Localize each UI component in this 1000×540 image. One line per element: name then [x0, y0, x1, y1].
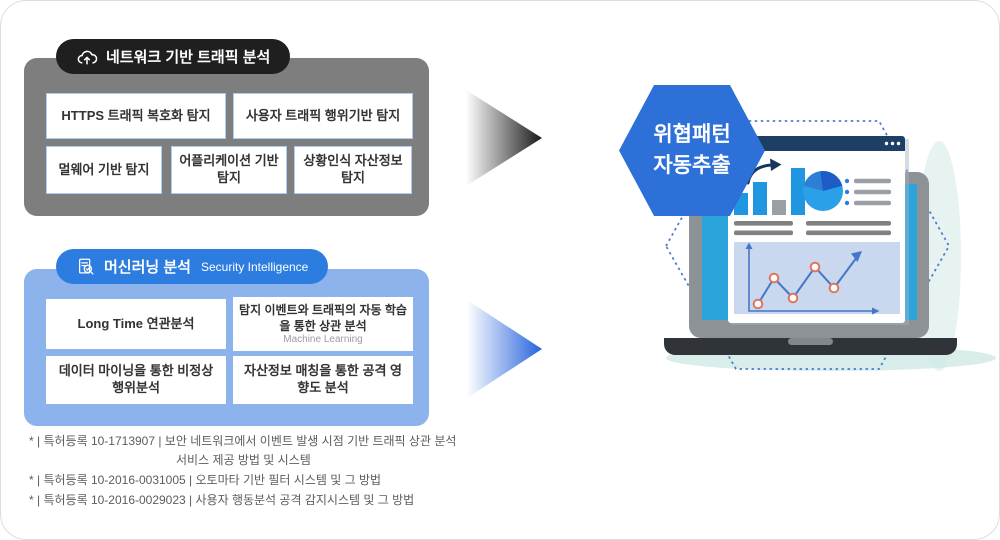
patent-text: * | 특허등록 10-2016-0029023 | 사용자 행동분석 공격 감…	[29, 493, 415, 507]
ml-analysis-panel: Long Time 연관분석 탐지 이벤트와 트래픽의 자동 학습을 통한 상관…	[24, 269, 429, 426]
card-label: 사용자 트래픽 행위기반 탐지	[245, 107, 401, 123]
card-label: 데이터 마이닝을 통한 비정상 행위분석	[58, 363, 214, 395]
hexagon-label-line1: 위협패턴	[653, 123, 731, 147]
network-panel-header: 네트워크 기반 트래픽 분석	[56, 39, 291, 74]
bar-chart	[734, 168, 805, 215]
card-label: Long Time 연관분석	[77, 315, 195, 331]
ml-panel-title: 머신러닝 분석	[104, 259, 191, 276]
ml-card-data-mining: 데이터 마이닝을 통한 비정상 행위분석	[46, 356, 226, 404]
patent-text: * | 특허등록 10-2016-0031005 | 오토마타 기반 필터 시스…	[29, 473, 382, 487]
card-label: 멀웨어 기반 탐지	[58, 161, 150, 177]
ml-card-asset-matching: 자산정보 매칭을 통한 공격 영향도 분석	[233, 356, 413, 404]
flow-arrow-ml-icon	[467, 300, 542, 398]
network-card-user-behavior: 사용자 트래픽 행위기반 탐지	[233, 93, 413, 139]
network-card-malware: 멀웨어 기반 탐지	[46, 146, 162, 194]
card-label: 어플리케이션 기반 탐지	[179, 153, 279, 185]
flow-arrow-network-icon	[466, 90, 542, 186]
text-lines	[734, 221, 891, 236]
patent-note: * | 특허등록 10-1713907 | 보안 네트워크에서 이벤트 발생 시…	[29, 432, 456, 470]
hexagon-label-line2: 자동추출	[653, 153, 731, 177]
network-card-asset: 상황인식 자산정보 탐지	[294, 146, 412, 194]
ml-panel-subtitle: Security Intelligence	[200, 259, 309, 274]
cloud-upload-icon	[76, 48, 98, 66]
patent-note: * | 특허등록 10-2016-0029023 | 사용자 행동분석 공격 감…	[29, 491, 456, 510]
card-label: 자산정보 매칭을 통한 공격 영향도 분석	[244, 363, 402, 395]
laptop-base	[664, 338, 957, 355]
document-search-icon	[76, 257, 96, 277]
card-label: 상황인식 자산정보 탐지	[303, 153, 403, 185]
line-chart	[734, 242, 900, 315]
ml-card-longtime: Long Time 연관분석	[46, 299, 226, 349]
network-card-https: HTTPS 트래픽 복호화 탐지	[46, 93, 226, 139]
patent-text: * | 특허등록 10-1713907 | 보안 네트워크에서 이벤트 발생 시…	[29, 434, 457, 448]
card-label: HTTPS 트래픽 복호화 탐지	[61, 107, 211, 123]
network-card-application: 어플리케이션 기반 탐지	[171, 146, 287, 194]
patent-note: * | 특허등록 10-2016-0031005 | 오토마타 기반 필터 시스…	[29, 471, 456, 490]
network-panel-title: 네트워크 기반 트래픽 분석	[106, 49, 271, 66]
bullet-list	[844, 178, 891, 206]
pie-chart	[803, 171, 843, 211]
card-label: 탐지 이벤트와 트래픽의 자동 학습을 통한 상관 분석	[239, 302, 407, 333]
card-sublabel: Machine Learning	[283, 334, 363, 346]
patent-notes: * | 특허등록 10-1713907 | 보안 네트워크에서 이벤트 발생 시…	[29, 432, 456, 510]
ml-card-machine-learning: 탐지 이벤트와 트래픽의 자동 학습을 통한 상관 분석 Machine Lea…	[233, 297, 413, 351]
ml-panel-header: 머신러닝 분석 Security Intelligence	[56, 249, 329, 284]
laptop-base-notch	[788, 338, 833, 345]
patent-text-continuation: 서비스 제공 방법 및 시스템	[176, 453, 311, 467]
dotted-hexagon-outline	[664, 120, 951, 370]
result-hexagon-badge: 위협패턴 자동추출	[619, 85, 765, 216]
network-analysis-panel: HTTPS 트래픽 복호화 탐지 사용자 트래픽 행위기반 탐지 멀웨어 기반 …	[24, 58, 429, 216]
